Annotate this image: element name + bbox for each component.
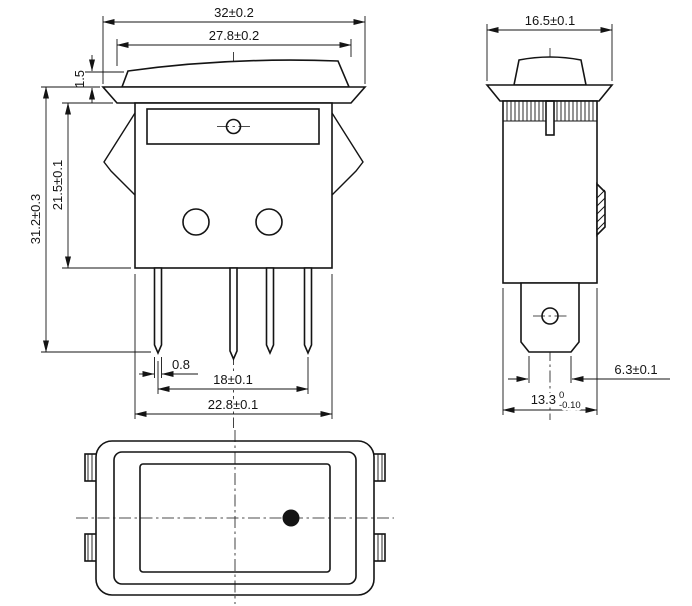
dim-terminal-width: 6.3±0.1 (614, 362, 657, 377)
rib-hatching (503, 101, 597, 122)
dim-rocker-height: 1.5 (72, 70, 87, 88)
mounting-flange (101, 86, 367, 104)
dim-body-depth-upper-tol: 0 (559, 390, 564, 401)
dim-pin-spacing: 18±0.1 (213, 372, 253, 387)
front-dimensions: 32±0.2 27.8±0.2 1.5 21.5±0.1 31.2±0.3 0.… (28, 5, 366, 419)
front-view (101, 52, 367, 428)
dim-body-depth: 13.3 (531, 392, 556, 407)
clip-tabs (84, 453, 386, 562)
side-body (502, 100, 598, 284)
side-flange (485, 84, 614, 102)
latch-detail (596, 182, 606, 237)
plan-view (76, 430, 394, 604)
side-rocker (513, 56, 587, 86)
body-hole-right (255, 208, 283, 236)
dim-flange-depth: 16.5±0.1 (525, 13, 576, 28)
upper-window (146, 108, 320, 145)
dim-rocker-width: 27.8±0.2 (209, 28, 260, 43)
dim-body-depth-lower-tol: -0.10 (559, 400, 581, 411)
side-terminal (520, 282, 580, 353)
dim-body-width: 22.8±0.1 (208, 397, 259, 412)
housing-body (134, 102, 333, 269)
rocker-actuator (120, 59, 351, 88)
body-hole-left (182, 208, 210, 236)
snap-clips (103, 112, 364, 196)
terminal-pins (153, 267, 313, 361)
dim-body-height: 21.5±0.1 (50, 160, 65, 211)
side-dimensions: 16.5±0.1 6.3±0.1 13.3 0 -0.10 (486, 13, 670, 415)
dim-flange-width: 32±0.2 (214, 5, 254, 20)
dim-overall-height: 31.2±0.3 (28, 194, 43, 245)
dim-pin-thickness: 0.8 (172, 357, 190, 372)
side-view (485, 48, 614, 420)
center-slot (545, 100, 555, 136)
